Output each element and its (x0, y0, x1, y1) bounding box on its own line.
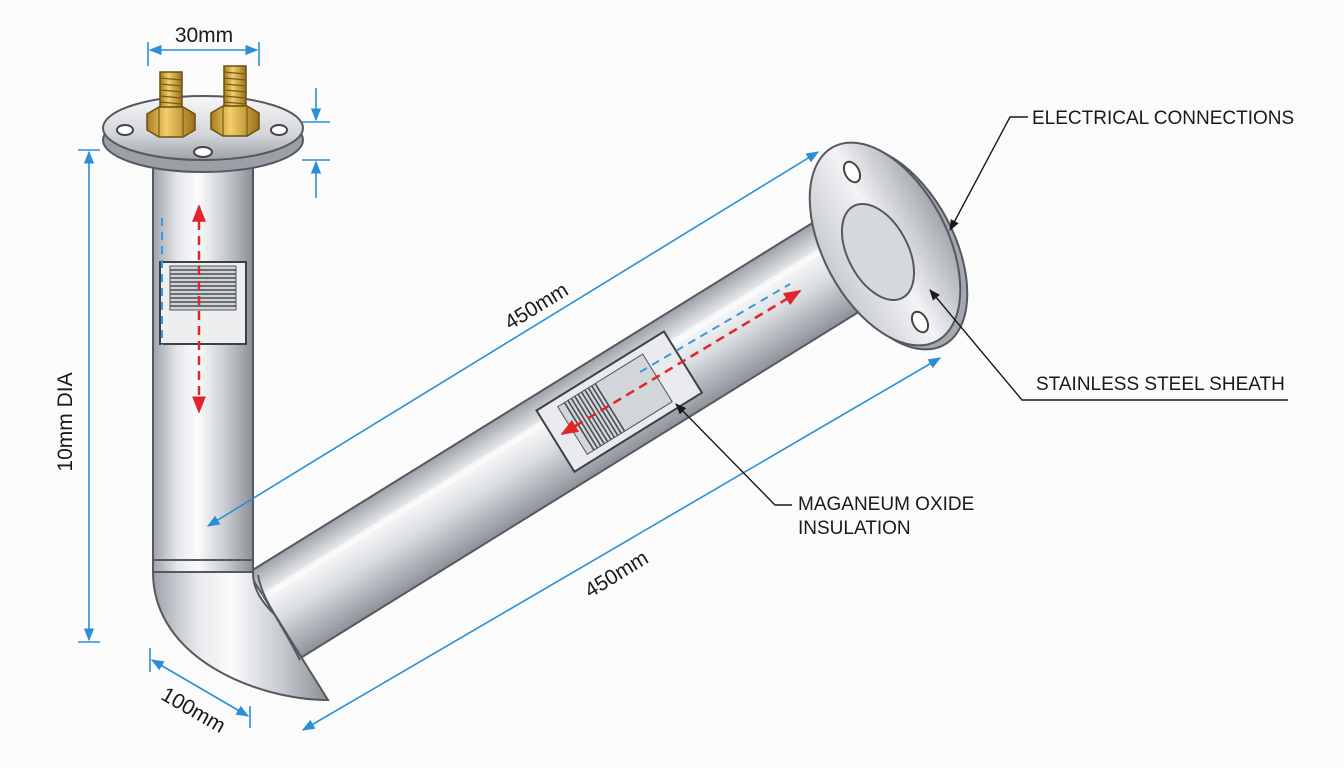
mounting-hole-icon (270, 124, 288, 136)
callout-leaders (675, 116, 1288, 506)
mounting-hole-icon (193, 146, 213, 158)
vertical-cutaway-window (159, 261, 247, 345)
dimension-diagonal-upper: 450mm (501, 278, 573, 334)
vertical-tube (152, 149, 254, 573)
dimension-terminal-spacing: 30mm (175, 24, 233, 47)
dimension-vertical-length: 10mm DIA (54, 372, 77, 471)
callout-stainless-steel-sheath: STAINLESS STEEL SHEATH (1036, 374, 1285, 395)
mounting-hole-icon (842, 160, 862, 184)
dimension-diagonal-lower: 450mm (581, 546, 653, 602)
brass-terminal-icon (146, 71, 196, 138)
callout-electrical-connections: ELECTRICAL CONNECTIONS (1032, 108, 1294, 129)
elbow-bend (151, 571, 330, 702)
pipe-body (151, 149, 921, 702)
mounting-hole-icon (910, 310, 930, 334)
mounting-hole-icon (116, 124, 134, 136)
brass-terminal-icon (210, 65, 260, 137)
top-mounting-flange (102, 95, 304, 173)
dimension-bend-offset: 100mm (157, 683, 229, 738)
callout-insulation-line2: INSULATION (798, 518, 911, 539)
dimension-lines (78, 42, 942, 731)
callout-insulation-line1: MAGANEUM OXIDE (798, 494, 974, 515)
